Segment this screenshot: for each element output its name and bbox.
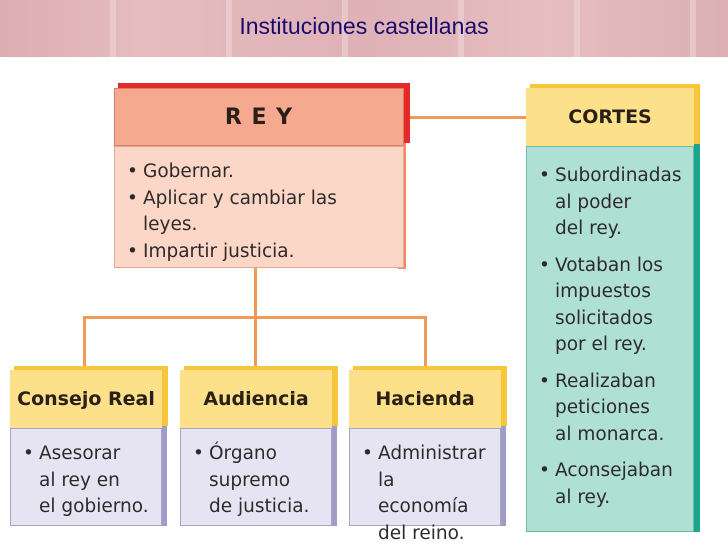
rey-box: R E Y Gobernar. Aplicar y cambiar las le… (114, 83, 410, 269)
audiencia-body: Órgano supremo de justicia. (180, 428, 332, 526)
audiencia-heading: Audiencia (180, 370, 332, 428)
consejo-real-heading: Consejo Real (10, 370, 162, 428)
title-banner (0, 0, 728, 57)
consejo-real-item: Asesorar al rey en el gobierno. (21, 441, 151, 521)
rey-heading: R E Y (114, 88, 404, 146)
rey-item: Impartir justicia. (125, 239, 393, 266)
connector-hacienda (424, 316, 427, 370)
hacienda-heading: Hacienda (349, 370, 501, 428)
cortes-item: Votaban los impuestos solicitados por el… (537, 253, 683, 359)
hacienda-body: Administrar la economía del reino. (349, 428, 501, 544)
connector-rey-down (254, 268, 257, 319)
rey-item: Aplicar y cambiar las leyes. (125, 186, 393, 239)
rey-item: Gobernar. (125, 159, 393, 186)
cortes-box: CORTES Subordinadas al poder del rey. Vo… (526, 84, 701, 533)
audiencia-item: Órgano supremo de justicia. (191, 441, 321, 521)
cortes-heading: CORTES (526, 88, 694, 146)
hacienda-box: Hacienda Administrar la economía del rei… (349, 366, 507, 544)
audiencia-box: Audiencia Órgano supremo de justicia. (180, 366, 338, 528)
connector-rey-cortes (404, 116, 526, 119)
cortes-item: Aconsejaban al rey. (537, 458, 683, 511)
page-title: Instituciones castellanas (239, 13, 489, 39)
rey-body: Gobernar. Aplicar y cambiar las leyes. I… (114, 146, 404, 268)
connector-audiencia (254, 316, 257, 370)
cortes-item: Realizaban peticiones al monarca. (537, 369, 683, 449)
hacienda-item: Administrar la economía del reino. (360, 441, 490, 547)
connector-consejo (83, 316, 86, 370)
consejo-real-box: Consejo Real Asesorar al rey en el gobie… (10, 366, 168, 528)
cortes-item: Subordinadas al poder del rey. (537, 163, 683, 243)
cortes-body: Subordinadas al poder del rey. Votaban l… (526, 146, 694, 532)
consejo-real-body: Asesorar al rey en el gobierno. (10, 428, 162, 526)
